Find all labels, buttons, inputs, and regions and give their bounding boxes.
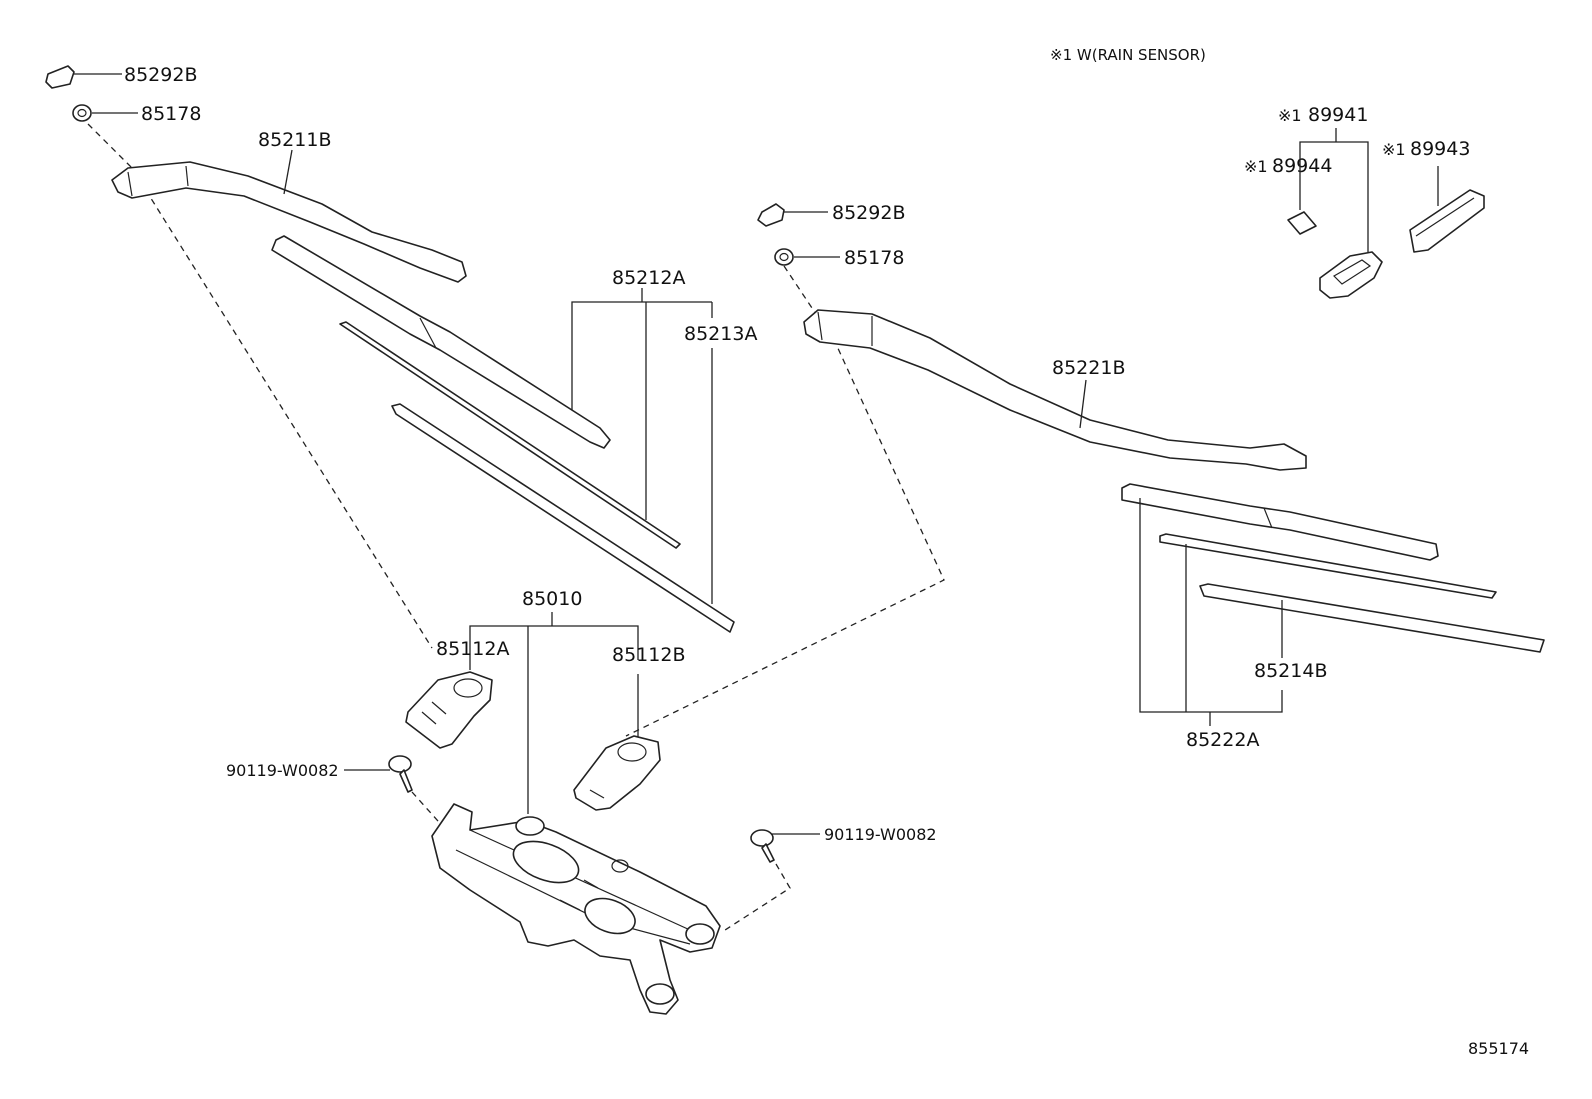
- label-pivot-right: 85112B: [612, 644, 685, 666]
- bracket-85010: [469, 612, 639, 814]
- sensor-module-part: [1319, 251, 1383, 299]
- label-arm-right: 85221B: [1052, 357, 1125, 379]
- nut-right-part: [774, 248, 840, 266]
- mark-sensor-assy: ※1: [1278, 106, 1302, 125]
- mark-sensor-cover: ※1: [1382, 140, 1406, 159]
- label-sensor-cover: 89943: [1410, 138, 1470, 160]
- label-cap-right: 85292B: [832, 202, 905, 224]
- label-rubber-left: 85213A: [684, 323, 757, 345]
- dash-bolt-left: [411, 791, 447, 831]
- label-sensor-assy: 89941: [1308, 104, 1368, 126]
- label-arm-left: 85211B: [258, 129, 331, 151]
- link-assembly-part: [431, 803, 721, 1015]
- bolt-right-part: [750, 829, 820, 863]
- label-nut-left: 85178: [141, 103, 201, 125]
- label-bolt-left: 90119-W0082: [226, 761, 339, 780]
- arm-right-part: [803, 309, 1307, 471]
- blade-right-part: [1121, 483, 1439, 561]
- bracket-85212A: [571, 288, 713, 604]
- blade-left-part: [271, 235, 611, 449]
- cap-right-part: [757, 203, 828, 227]
- label-rubber-right: 85214B: [1254, 660, 1327, 682]
- pivot-left-part: [405, 671, 493, 749]
- note-rain-sensor: ※1 W(RAIN SENSOR): [1050, 46, 1206, 64]
- bracket-85222A: [1139, 498, 1283, 726]
- pivot-right-part: [573, 735, 661, 811]
- sensor-cover-part: [1409, 189, 1485, 253]
- rubber-strip-4-part: [1199, 583, 1545, 653]
- bolt-left-part: [344, 755, 413, 793]
- cap-left-part: [45, 65, 122, 89]
- label-sensor-pad: 89944: [1272, 155, 1332, 177]
- dash-right-assembly: [625, 265, 945, 737]
- rubber-strip-3-part: [1159, 533, 1497, 599]
- label-blade-right: 85222A: [1186, 729, 1259, 751]
- mark-sensor-pad: ※1: [1244, 157, 1268, 176]
- rubber-strip-2-part: [391, 403, 735, 633]
- sensor-pad-part: [1287, 211, 1317, 235]
- label-pivot-left: 85112A: [436, 638, 509, 660]
- diagram-code: 855174: [1468, 1039, 1529, 1058]
- bracket-89941: [1299, 128, 1439, 252]
- arm-left-part: [111, 149, 467, 283]
- label-bolt-right: 90119-W0082: [824, 825, 937, 844]
- dash-bolt-right: [721, 863, 791, 933]
- label-link-assy: 85010: [522, 588, 582, 610]
- label-blade-left: 85212A: [612, 267, 685, 289]
- nut-left-part: [72, 104, 138, 122]
- label-cap-left: 85292B: [124, 64, 197, 86]
- rubber-strip-1-part: [339, 321, 681, 549]
- label-nut-right: 85178: [844, 247, 904, 269]
